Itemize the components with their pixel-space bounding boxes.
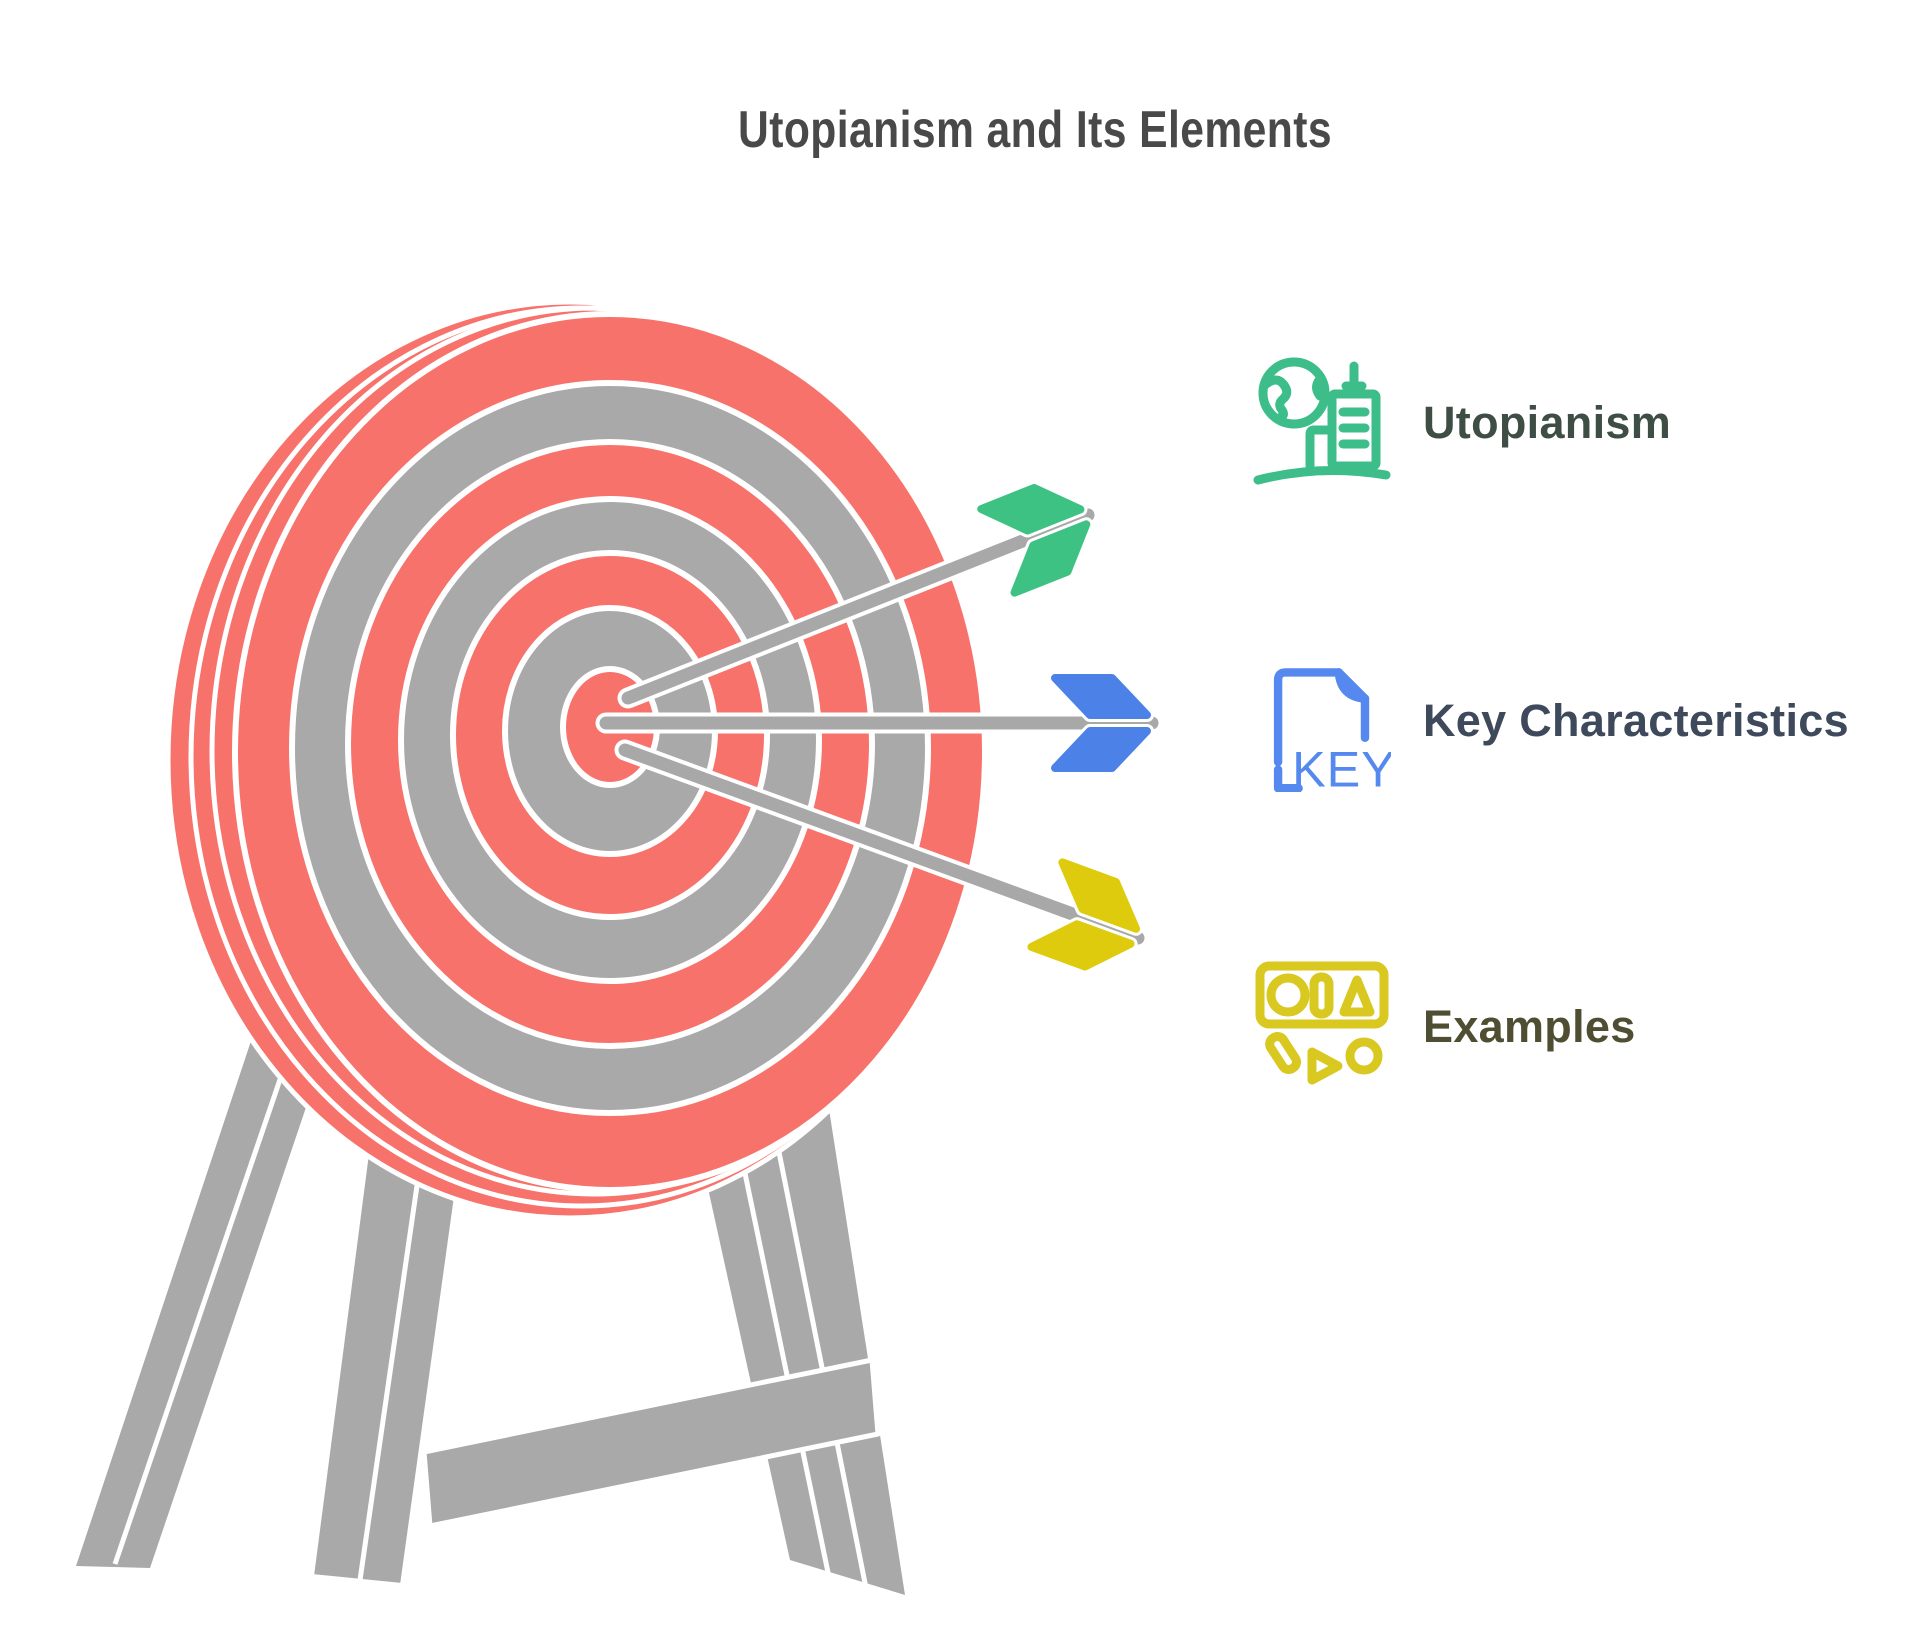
legend-label-utopianism: Utopianism xyxy=(1423,397,1672,448)
stand-leg-right-seam2 xyxy=(763,1086,869,1589)
arrow-lower xyxy=(614,739,1149,974)
fletching-blue xyxy=(1048,671,1154,775)
stand-leg-right xyxy=(683,1075,905,1595)
legend-row-utopianism: Utopianism xyxy=(1253,352,1671,494)
legend-row-examples: Examples xyxy=(1253,956,1636,1098)
target-board xyxy=(165,299,988,1221)
target-stand xyxy=(76,1038,905,1595)
legend-label-examples: Examples xyxy=(1423,1001,1636,1052)
key-icon-text: KEY xyxy=(1292,740,1391,792)
stand-leg-far-left-seam xyxy=(112,1055,291,1565)
arrow-middle xyxy=(595,671,1163,775)
shapes-icon xyxy=(1253,956,1391,1098)
fletching-yellow xyxy=(1024,855,1144,974)
arrows xyxy=(595,480,1163,974)
page-title: Utopianism and Its Elements xyxy=(738,101,1332,159)
globe-city-icon xyxy=(1253,352,1391,494)
key-document-icon: KEY xyxy=(1253,650,1395,797)
fletching-green xyxy=(974,480,1094,600)
stand-leg-far-left xyxy=(76,1038,318,1568)
target-rings xyxy=(232,311,988,1193)
legend-label-key-characteristics: Key Characteristics xyxy=(1423,695,1849,746)
stand-leg-front-left-seam xyxy=(357,1164,423,1581)
arrow-upper xyxy=(617,480,1099,709)
stand-crossbar xyxy=(421,1357,881,1529)
legend-row-key-characteristics: KEY Key Characteristics xyxy=(1253,650,1849,797)
